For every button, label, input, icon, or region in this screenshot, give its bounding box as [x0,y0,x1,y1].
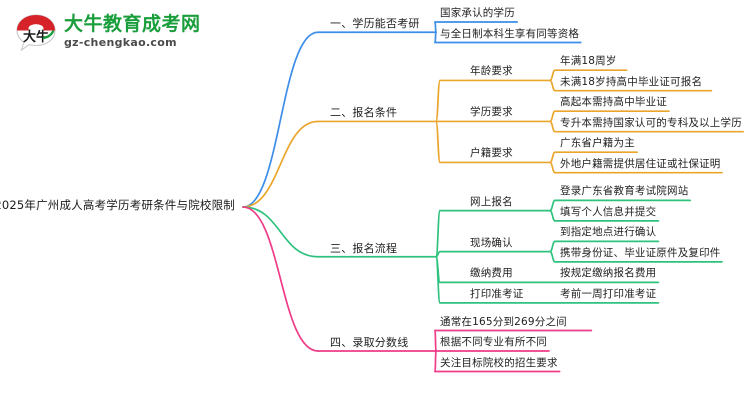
leaf-label-3-4-1[interactable]: 考前一周打印准考证 [560,287,657,300]
leaf-label-3-2-1[interactable]: 到指定地点进行确认 [560,226,657,239]
logo-text-block: 大牛教育成考网 gz-chengkao.com [64,13,244,50]
leaf-label-2-1-1[interactable]: 年满18周岁 [560,55,617,68]
leaf-label-3-3-1[interactable]: 按规定缴纳报名费用 [560,267,657,280]
leaf-label-2-1-2[interactable]: 未满18岁持高中毕业证可报名 [560,75,703,88]
site-logo: 大牛 大牛教育成考网 gz-chengkao.com [14,10,244,56]
logo-title: 大牛教育成考网 [64,13,201,35]
leaf-label-1-2[interactable]: 与全日制本科生享有同等资格 [440,27,580,40]
leaf-label-2-3-1[interactable]: 广东省户籍为主 [560,137,635,150]
root-label[interactable]: 2025年广州成人高考学历考研条件与院校限制 [0,198,235,212]
branch-label-3[interactable]: 三、报名流程 [330,241,398,255]
sub-label-3-3[interactable]: 缴纳费用 [470,267,513,280]
logo-subtitle: gz-chengkao.com [64,36,177,49]
leaf-label-1-1[interactable]: 国家承认的学历 [440,7,515,19]
leaf-label-3-1-2[interactable]: 填写个人信息并提交 [560,205,657,218]
leaf-label-2-2-2[interactable]: 专升本需持国家认可的专科及以上学历 [560,116,742,129]
sub-label-3-4[interactable]: 打印准考证 [470,287,524,300]
logo-mark-text: 大牛 [23,29,49,45]
branch-label-2[interactable]: 二、报名条件 [330,106,398,120]
sub-label-3-1[interactable]: 网上报名 [470,195,513,208]
leaf-label-4-2[interactable]: 根据不同专业有所不同 [440,336,547,349]
leaf-label-2-2-1[interactable]: 高起本需持高中毕业证 [560,96,667,109]
sub-label-2-2[interactable]: 学历要求 [470,106,513,119]
leaf-label-3-1-1[interactable]: 登录广东省教育考试院网站 [560,185,689,198]
sub-label-3-2[interactable]: 现场确认 [470,236,513,249]
sub-label-2-3[interactable]: 户籍要求 [470,147,513,160]
sub-label-2-1[interactable]: 年龄要求 [470,65,513,78]
leaf-label-3-2-2[interactable]: 携带身份证、毕业证原件及复印件 [560,246,721,259]
leaf-label-4-1[interactable]: 通常在165分到269分之间 [440,315,567,328]
logo-mark-icon: 大牛 [16,14,56,52]
leaf-label-4-3[interactable]: 关注目标院校的招生要求 [440,356,558,369]
branch-label-4[interactable]: 四、录取分数线 [330,336,409,350]
leaf-label-2-3-2[interactable]: 外地户籍需提供居住证或社保证明 [560,157,721,170]
branch-label-1[interactable]: 一、学历能否考研 [330,17,420,31]
